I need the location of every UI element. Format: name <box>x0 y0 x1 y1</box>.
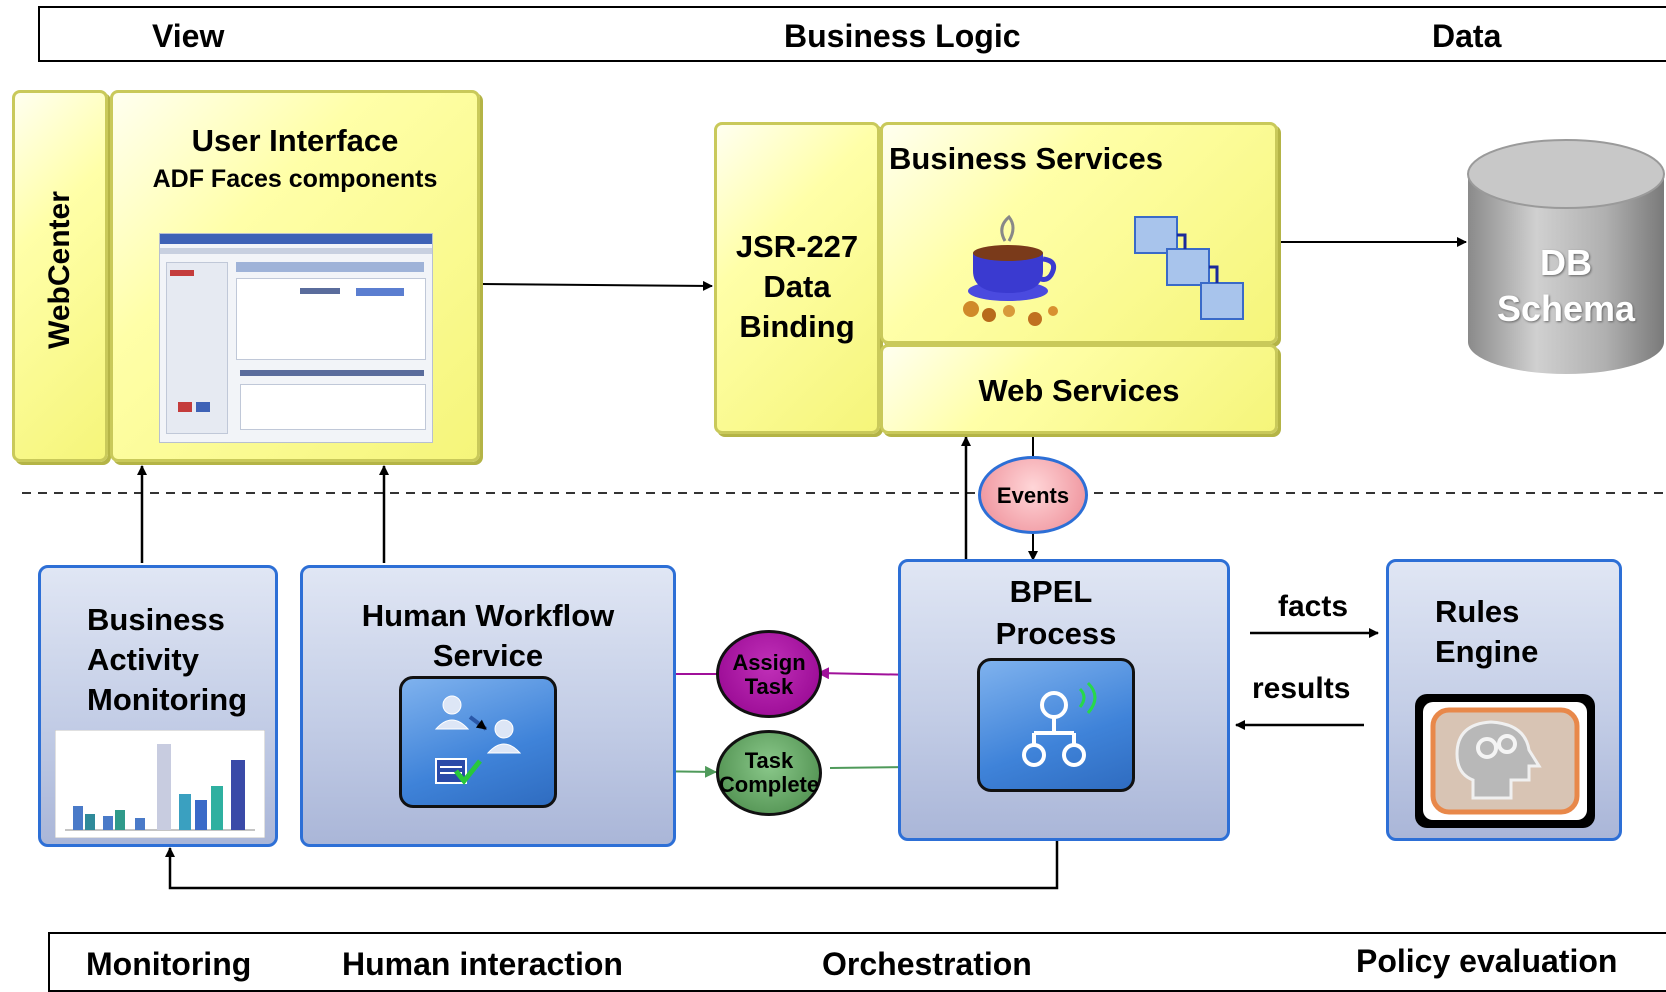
bpel-line1: BPEL <box>1009 574 1093 609</box>
head-gears-icon <box>1423 702 1587 820</box>
events-label: Events <box>996 483 1070 508</box>
people-handoff-icon <box>434 695 522 786</box>
web-services-title: Web Services <box>978 373 1180 408</box>
assign-task-bubble: Assign Task <box>716 630 822 718</box>
bam-box: Business Activity Monitoring <box>38 565 278 847</box>
top-header-band: View Business Logic Data <box>38 6 1666 62</box>
facts-label: facts <box>1278 590 1349 623</box>
task-complete-line2: Complete <box>718 772 820 797</box>
policy-evaluation-label: Policy evaluation <box>1356 943 1618 979</box>
business-logic-label: Business Logic <box>784 18 1021 54</box>
bpel-icon-tile <box>977 658 1135 792</box>
webcenter-label: WebCenter <box>43 191 76 349</box>
task-complete-line1: Task <box>744 748 794 773</box>
bottom-header-band: Monitoring Human interaction Orchestrati… <box>48 932 1666 992</box>
bam-line1: Business <box>87 602 225 637</box>
events-bubble: Events <box>978 456 1088 534</box>
database-tables-icon <box>1134 216 1244 320</box>
rules-line2: Engine <box>1435 634 1539 669</box>
ui-databinding-arrow <box>472 278 713 291</box>
data-binding-line3: Binding <box>739 309 855 344</box>
bpel-bam-arrow <box>165 840 1059 890</box>
db-schema-cylinder <box>1467 139 1665 374</box>
bpel-box: BPEL Process <box>898 559 1230 841</box>
db-label-line2: Schema <box>1496 288 1636 329</box>
data-binding-box: JSR-227 Data Binding <box>714 122 880 434</box>
assign-task-line2: Task <box>744 674 794 699</box>
bpel-line2: Process <box>995 616 1117 651</box>
data-label: Data <box>1432 18 1502 54</box>
rules-engine-box: Rules Engine <box>1386 559 1622 841</box>
data-binding-line2: Data <box>763 269 831 304</box>
monitoring-label: Monitoring <box>86 946 252 982</box>
adf-screenshot-thumbnail <box>159 233 433 443</box>
results-label: results <box>1252 672 1351 705</box>
webcenter-box: WebCenter <box>12 90 108 462</box>
rules-icon-tile <box>1415 694 1595 828</box>
user-interface-subtitle: ADF Faces components <box>152 165 438 193</box>
web-services-box: Web Services <box>880 344 1278 434</box>
bam-chart-thumbnail <box>55 730 265 838</box>
bam-line2: Activity <box>87 642 199 677</box>
user-interface-box: User Interface ADF Faces components <box>110 90 480 462</box>
task-complete-bubble: Task Complete <box>716 730 822 816</box>
user-interface-title: User Interface <box>191 123 399 158</box>
rules-line1: Rules <box>1435 594 1520 629</box>
human-interaction-label: Human interaction <box>342 946 623 982</box>
business-services-box: Business Services <box>880 122 1278 344</box>
business-services-title: Business Services <box>889 141 1164 176</box>
workflow-box: Human Workflow Service <box>300 565 676 847</box>
workflow-line2: Service <box>432 638 544 673</box>
view-label: View <box>152 18 225 54</box>
assign-task-line1: Assign <box>732 650 806 675</box>
orchestration-label: Orchestration <box>822 946 1032 982</box>
db-label-line1: DB <box>1540 242 1592 283</box>
workflow-line1: Human Workflow <box>361 598 615 633</box>
process-hierarchy-icon <box>1022 681 1097 767</box>
java-coffee-icon <box>963 214 1058 326</box>
workflow-icon-tile <box>399 676 557 808</box>
bam-line3: Monitoring <box>87 682 248 717</box>
data-binding-line1: JSR-227 <box>735 229 859 264</box>
